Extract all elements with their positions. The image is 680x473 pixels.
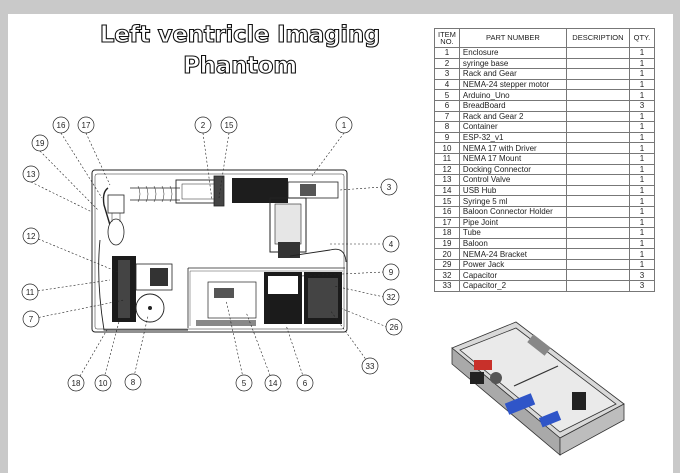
balloon-label-12: 12 [27,232,36,241]
balloon-16 [52,116,70,134]
balloon-19 [31,134,49,152]
balloon-label-32: 32 [387,293,396,302]
balloon-6 [296,374,314,392]
balloon-8 [124,373,142,391]
balloon-5 [235,374,253,392]
bom-header-part: PART NUMBER [458,28,567,48]
balloon-label-33: 33 [366,362,375,371]
bom-header-item-line1: ITEM [438,29,456,39]
bom-qty: 3 [628,269,655,282]
balloon-assembly [102,187,125,246]
balloon-12 [22,227,40,245]
callout-balloons [29,132,388,384]
nema17-motor [112,256,173,323]
syringe-assembly [130,175,225,207]
title-line-2: Phantom [183,52,298,79]
balloon-18 [67,374,85,392]
balloon-label-4: 4 [389,240,394,249]
balloon-11 [21,283,39,301]
balloon-13 [22,165,40,183]
balloon-label-1: 1 [342,121,347,130]
balloon-label-11: 11 [26,288,35,297]
balloon-33 [361,357,379,375]
balloon-label-5: 5 [242,379,247,388]
balloon-label-18: 18 [72,379,81,388]
balloon-label-10: 10 [99,379,108,388]
balloon-26 [385,318,403,336]
enclosure-top-view [91,169,348,333]
electronics-bay [196,272,342,326]
balloon-label-16: 16 [57,121,66,130]
bom-qty: 3 [628,280,655,292]
tubing [98,239,347,331]
bom-qty: 1 [628,258,655,271]
balloon-label-19: 19 [36,139,45,148]
balloon-label-17: 17 [82,121,91,130]
balloon-3 [380,178,398,196]
balloon-7 [22,310,40,328]
bom-header-item-line2: NO. [440,37,454,46]
balloon-9 [382,263,400,281]
balloon-label-2: 2 [201,121,206,130]
balloon-label-26: 26 [390,323,399,332]
balloon-label-7: 7 [29,315,34,324]
balloon-15 [220,116,238,134]
balloon-label-8: 8 [131,378,136,387]
rack-and-gear [232,178,339,203]
title-line-1: Left ventricle Imaging [99,21,381,48]
balloon-32 [382,288,400,306]
balloon-label-9: 9 [389,268,394,277]
nema24-motor [269,197,307,258]
balloon-2 [194,116,212,134]
balloon-label-14: 14 [269,379,278,388]
balloon-label-15: 15 [225,121,234,130]
balloon-1 [335,116,353,134]
isometric-view [451,321,625,456]
balloon-label-3: 3 [387,183,392,192]
balloon-4 [382,235,400,253]
balloon-17 [77,116,95,134]
balloon-label-13: 13 [27,170,36,179]
bom-qty: 1 [628,248,655,260]
drawing-title: Left ventricle Imaging Phantom [75,20,405,82]
balloon-10 [94,374,112,392]
balloon-label-6: 6 [303,379,308,388]
balloon-14 [264,374,282,392]
bom-header-qty: QTY. [628,28,655,48]
